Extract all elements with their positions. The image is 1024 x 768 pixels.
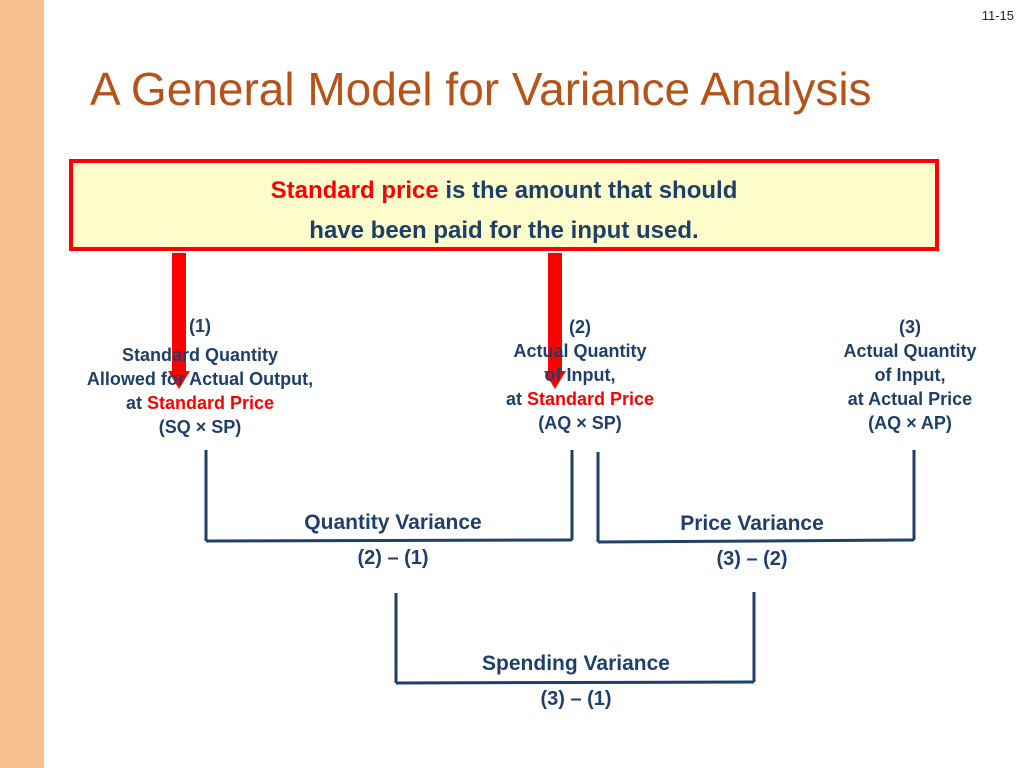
column-formula: (AQ × AP) (868, 413, 952, 433)
column-actual-quantity-standard-price: (2) Actual Quantity of Input, at Standar… (440, 315, 720, 435)
slide-title: A General Model for Variance Analysis (90, 63, 872, 115)
column-line-1: Standard Quantity (121, 345, 278, 365)
column-standard-cost: (1) Standard Quantity Allowed for Actual… (50, 314, 350, 439)
red-arrow-1 (168, 253, 190, 389)
column-line-1: Actual Quantity (843, 341, 977, 361)
spending-bracket-base (395, 680, 755, 685)
column-number: (1) (189, 316, 211, 336)
column-line-2: of Input, (874, 365, 946, 385)
column-formula: (SQ × SP) (158, 417, 242, 437)
definition-line-1: Standard price is the amount that should (73, 171, 935, 211)
definition-line-2: have been paid for the input used. (309, 217, 699, 244)
quantity-bracket-base (205, 538, 573, 543)
column-line-3-highlight: Standard Price (146, 393, 275, 413)
column-line-3-highlight: Standard Price (526, 389, 655, 409)
column-line-3: at Standard Price (50, 391, 350, 415)
price-variance-label: Price Variance (680, 512, 824, 535)
column-number: (3) (899, 317, 921, 337)
column-line-2: Allowed for Actual Output, (86, 369, 314, 389)
price-bracket-base (597, 538, 915, 544)
column-line-3: at Standard Price (440, 387, 720, 411)
definition-box: Standard price is the amount that should… (69, 159, 939, 251)
price-variance-formula: (3) – (2) (716, 548, 788, 570)
column-line-2: of Input, (544, 365, 616, 385)
column-line-3: at Actual Price (847, 389, 973, 409)
slide-number: 11-15 (981, 8, 1014, 23)
left-accent-bar (0, 0, 44, 768)
definition-line-1-rest: is the amount that should (438, 177, 738, 204)
column-line-3-prefix: at (505, 389, 527, 409)
column-number: (2) (569, 317, 591, 337)
quantity-variance-label: Quantity Variance (304, 511, 482, 534)
quantity-variance-formula: (2) – (1) (357, 547, 429, 569)
definition-term: Standard price (270, 177, 439, 204)
column-actual-cost: (3) Actual Quantity of Input, at Actual … (780, 315, 1024, 435)
red-arrow-2 (544, 253, 566, 389)
column-line-3-prefix: at (125, 393, 147, 413)
column-line-1: Actual Quantity (513, 341, 647, 361)
spending-variance-label: Spending Variance (482, 652, 670, 675)
spending-variance-formula: (3) – (1) (540, 688, 612, 710)
column-formula: (AQ × SP) (538, 413, 622, 433)
